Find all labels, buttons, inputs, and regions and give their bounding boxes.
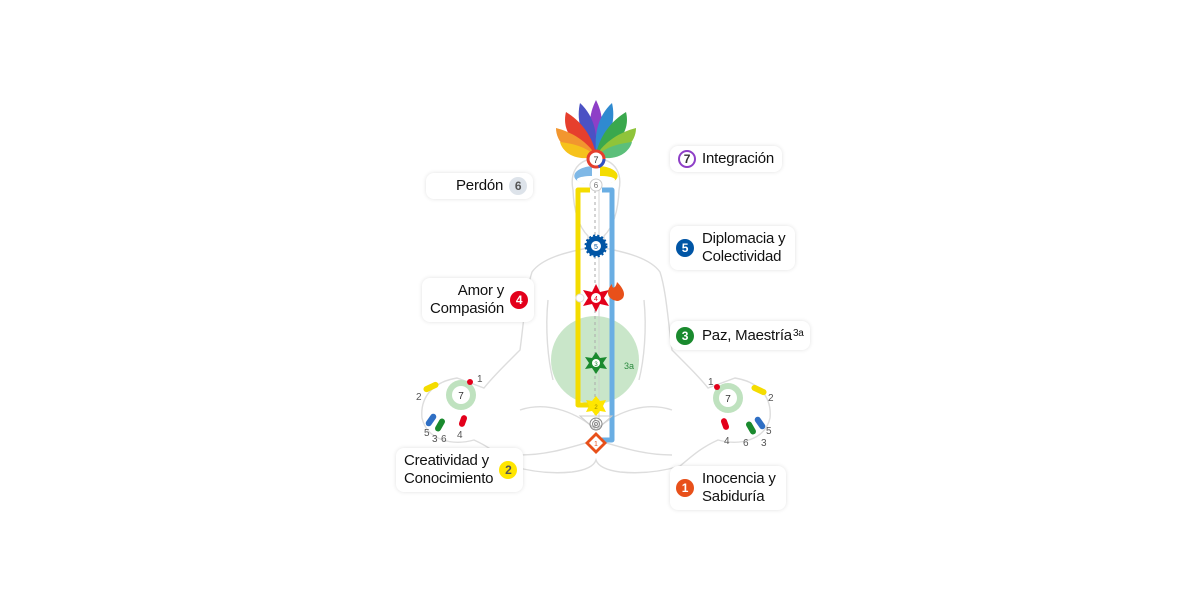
svg-text:4: 4 — [724, 436, 730, 447]
label-integracion: 7 Integración — [670, 146, 783, 172]
chakra-7-badge: 7 — [678, 150, 696, 168]
label-amor: Amor y Compasión 4 — [422, 278, 535, 322]
label-diplomacia: 5 Diplomacia y Colectividad — [670, 226, 796, 270]
svg-text:2: 2 — [768, 393, 774, 404]
svg-text:6: 6 — [441, 434, 447, 445]
chakra-2-symbol: 2 — [578, 396, 614, 431]
right-channel-crown — [600, 166, 618, 184]
svg-text:1: 1 — [477, 374, 483, 385]
label-creatividad: Creatividad y Conocimiento 2 — [396, 448, 524, 492]
svg-text:5: 5 — [766, 426, 772, 437]
void-label: 3a — [624, 361, 634, 371]
chakra-4-badge: 4 — [510, 291, 529, 309]
svg-text:6: 6 — [594, 181, 599, 190]
lotus-crown — [556, 100, 636, 159]
svg-text:4: 4 — [594, 296, 598, 303]
chakra-5-badge: 5 — [676, 239, 694, 257]
paz-text: Paz, Maestría — [702, 326, 792, 344]
chakra-4-symbol: 4 — [575, 284, 609, 312]
kundalini-spiral — [589, 417, 603, 431]
chakra-5-symbol: 5 — [584, 234, 608, 258]
creatividad-text: Creatividad y Conocimiento — [404, 452, 494, 487]
right-channel — [600, 187, 615, 443]
svg-text:7: 7 — [725, 394, 731, 405]
svg-text:1: 1 — [708, 377, 714, 388]
svg-text:2: 2 — [594, 405, 598, 411]
svg-text:7: 7 — [458, 391, 464, 402]
left-channel-crown — [574, 166, 592, 184]
chakra-6-badge: 6 — [509, 177, 528, 195]
svg-text:6: 6 — [743, 438, 749, 449]
chakra-6-symbol: 6 — [589, 178, 603, 192]
left-hand: 7 1 2 3 4 5 6 — [416, 374, 483, 445]
label-inocencia: 1 Inocencia y Sabiduría — [670, 466, 786, 510]
svg-text:5: 5 — [594, 244, 598, 251]
label-paz: 3 Paz, Maestría 3a — [670, 321, 810, 350]
chakra-3-symbol: 3 — [585, 352, 607, 374]
integracion-text: Integración — [702, 150, 775, 167]
svg-text:5: 5 — [424, 428, 430, 439]
flame-icon — [607, 282, 625, 301]
inocencia-text: Inocencia y Sabiduría — [702, 470, 776, 505]
paz-sub: 3a — [792, 328, 804, 339]
svg-text:3: 3 — [432, 434, 438, 445]
label-perdon: Perdón 6 — [426, 173, 534, 199]
right-hand: 7 1 2 3 4 5 6 — [708, 377, 774, 449]
chakra-2-badge: 2 — [499, 461, 518, 479]
chakra-1-symbol: 1 — [585, 432, 607, 454]
svg-text:1: 1 — [594, 441, 598, 448]
chakra-7-symbol: 7 — [586, 149, 606, 169]
amor-text: Amor y Compasión — [430, 282, 505, 317]
svg-text:4: 4 — [457, 430, 463, 441]
diplomacia-text: Diplomacia y Colectividad — [702, 230, 786, 265]
perdon-text: Perdón — [456, 177, 504, 194]
chakra-3-badge: 3 — [676, 326, 694, 345]
svg-text:7: 7 — [593, 155, 598, 165]
svg-text:2: 2 — [416, 392, 422, 403]
svg-text:3: 3 — [761, 438, 767, 449]
svg-text:3: 3 — [594, 362, 598, 368]
chakra-1-badge: 1 — [676, 479, 694, 497]
